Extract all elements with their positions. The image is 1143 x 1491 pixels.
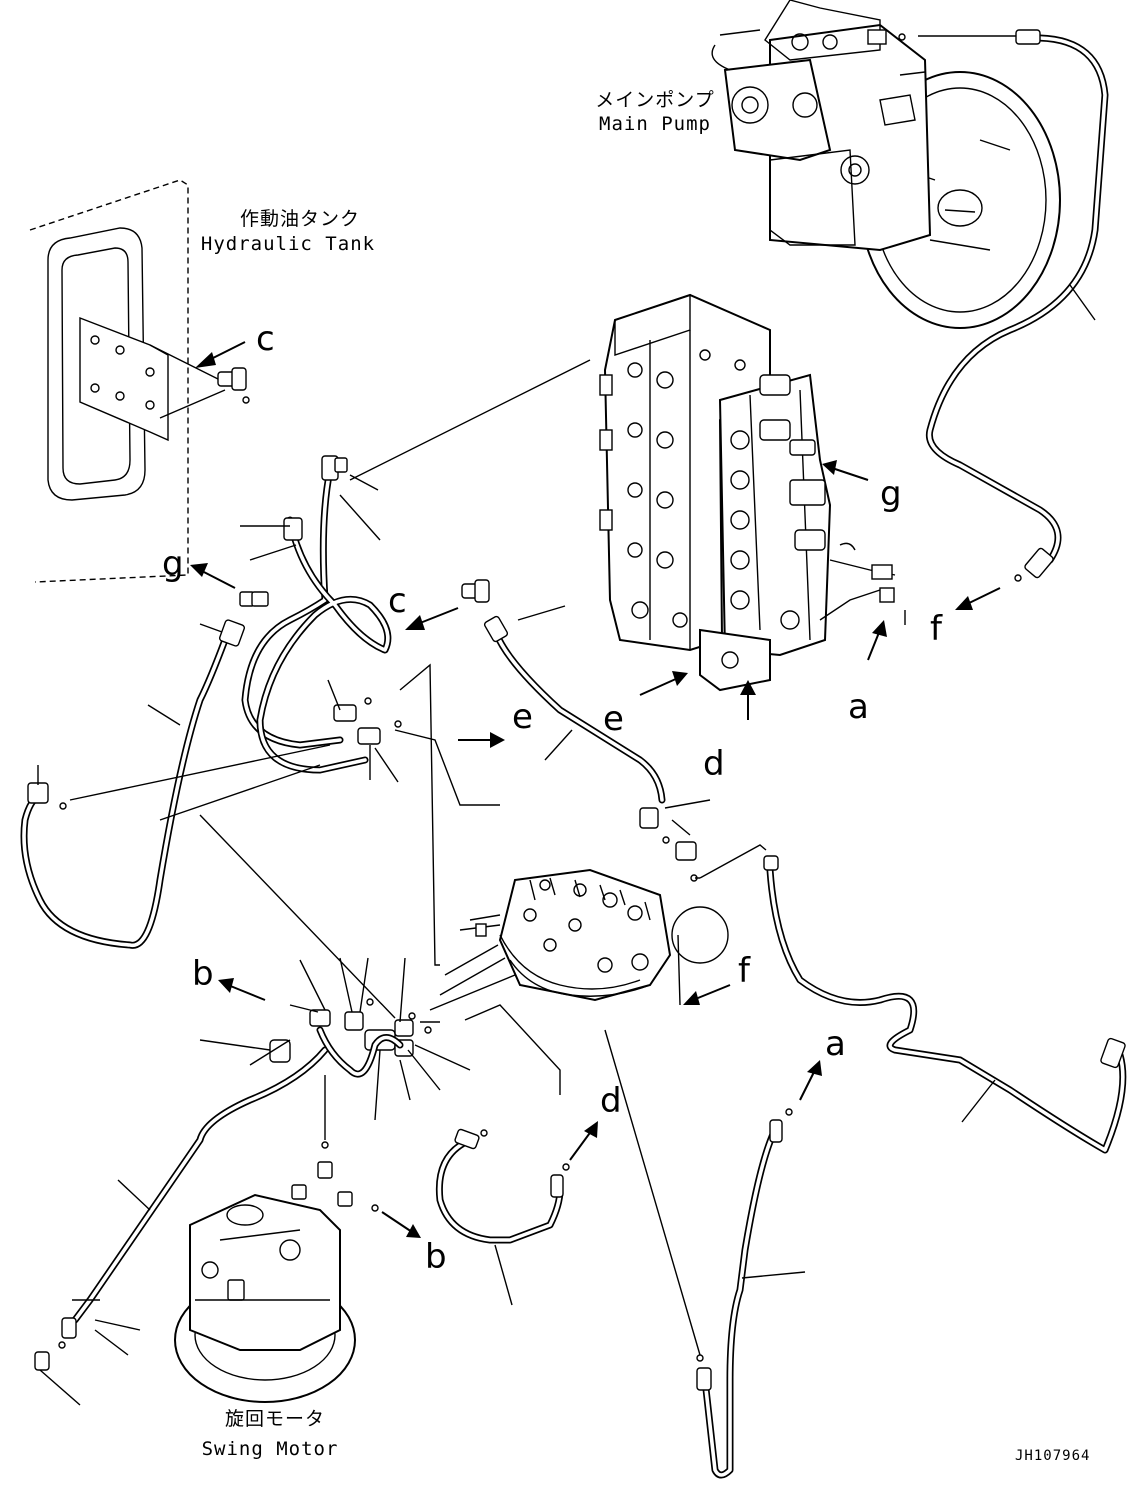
main-pump-label-jp: メインポンプ [595,89,714,111]
arrow-c-center [405,607,459,630]
tank-return-hoses [240,455,402,783]
hydraulic-tank [29,179,226,583]
letter-d-valve: d [703,744,725,784]
arrow-d-valve [740,680,756,720]
d-hose [435,1128,570,1306]
swing-motor-hose-left [34,1026,404,1406]
arrow-g-valve [822,460,869,481]
letter-e-left: e [512,697,533,737]
tank-elbow-fitting [217,367,250,404]
leader-lines-center [394,663,500,966]
arrow-b-left [218,978,266,1001]
letter-a-valve: a [848,687,869,727]
arrow-e-left [458,732,505,748]
letter-f-center: f [738,951,751,991]
left-g-hose [20,591,331,949]
leader-lines-d [464,1004,561,1095]
leader-lines-left [159,764,396,1019]
leader-lines-f [420,934,681,1023]
letter-b-lower: b [425,1237,447,1277]
a-hose [604,1029,806,1479]
control-valve-ports [599,349,826,669]
valve-drain-hose [483,605,711,882]
hydraulic-tank-label-jp: 作動油タンク [240,208,360,230]
arrow-c-tank [195,341,246,368]
control-valve [599,293,906,692]
arrow-f-pump [955,587,1001,610]
swing-motor-label-en: Swing Motor [202,1438,339,1460]
f-hose [695,844,1127,1154]
arrow-a-lower [799,1060,822,1101]
letter-f-pump: f [930,609,943,649]
letter-c-tank: c [256,319,275,359]
hydraulic-tank-label-en: Hydraulic Tank [201,233,375,255]
arrow-f-center [683,984,731,1005]
letter-a-lower: a [825,1024,846,1064]
leader-valve-to-tank-hose [349,359,591,481]
letter-b-left: b [192,954,214,994]
letter-d-lower: d [600,1081,622,1121]
swing-motor-label-jp: 旋回モータ [225,1408,325,1430]
swing-motor-fittings [199,944,516,1121]
letter-g-valve: g [880,474,902,514]
arrow-a-valve [867,620,887,661]
main-pump-label-en: Main Pump [599,113,711,135]
letter-c-center: c [388,581,407,621]
drawing-number: JH107964 [1015,1448,1090,1464]
swing-motor [174,1161,379,1403]
swing-valve-block [459,868,729,1002]
letter-e-valve: e [603,699,624,739]
letter-g-left: g [162,544,184,584]
arrow-e-valve [639,671,688,696]
pump-pilot-hose [918,29,1109,582]
main-pump [711,0,1061,329]
arrow-b-lower [381,1211,421,1238]
arrow-g-left [190,563,236,589]
arrow-d-lower [569,1121,598,1161]
c-elbow-fitting [461,579,490,603]
